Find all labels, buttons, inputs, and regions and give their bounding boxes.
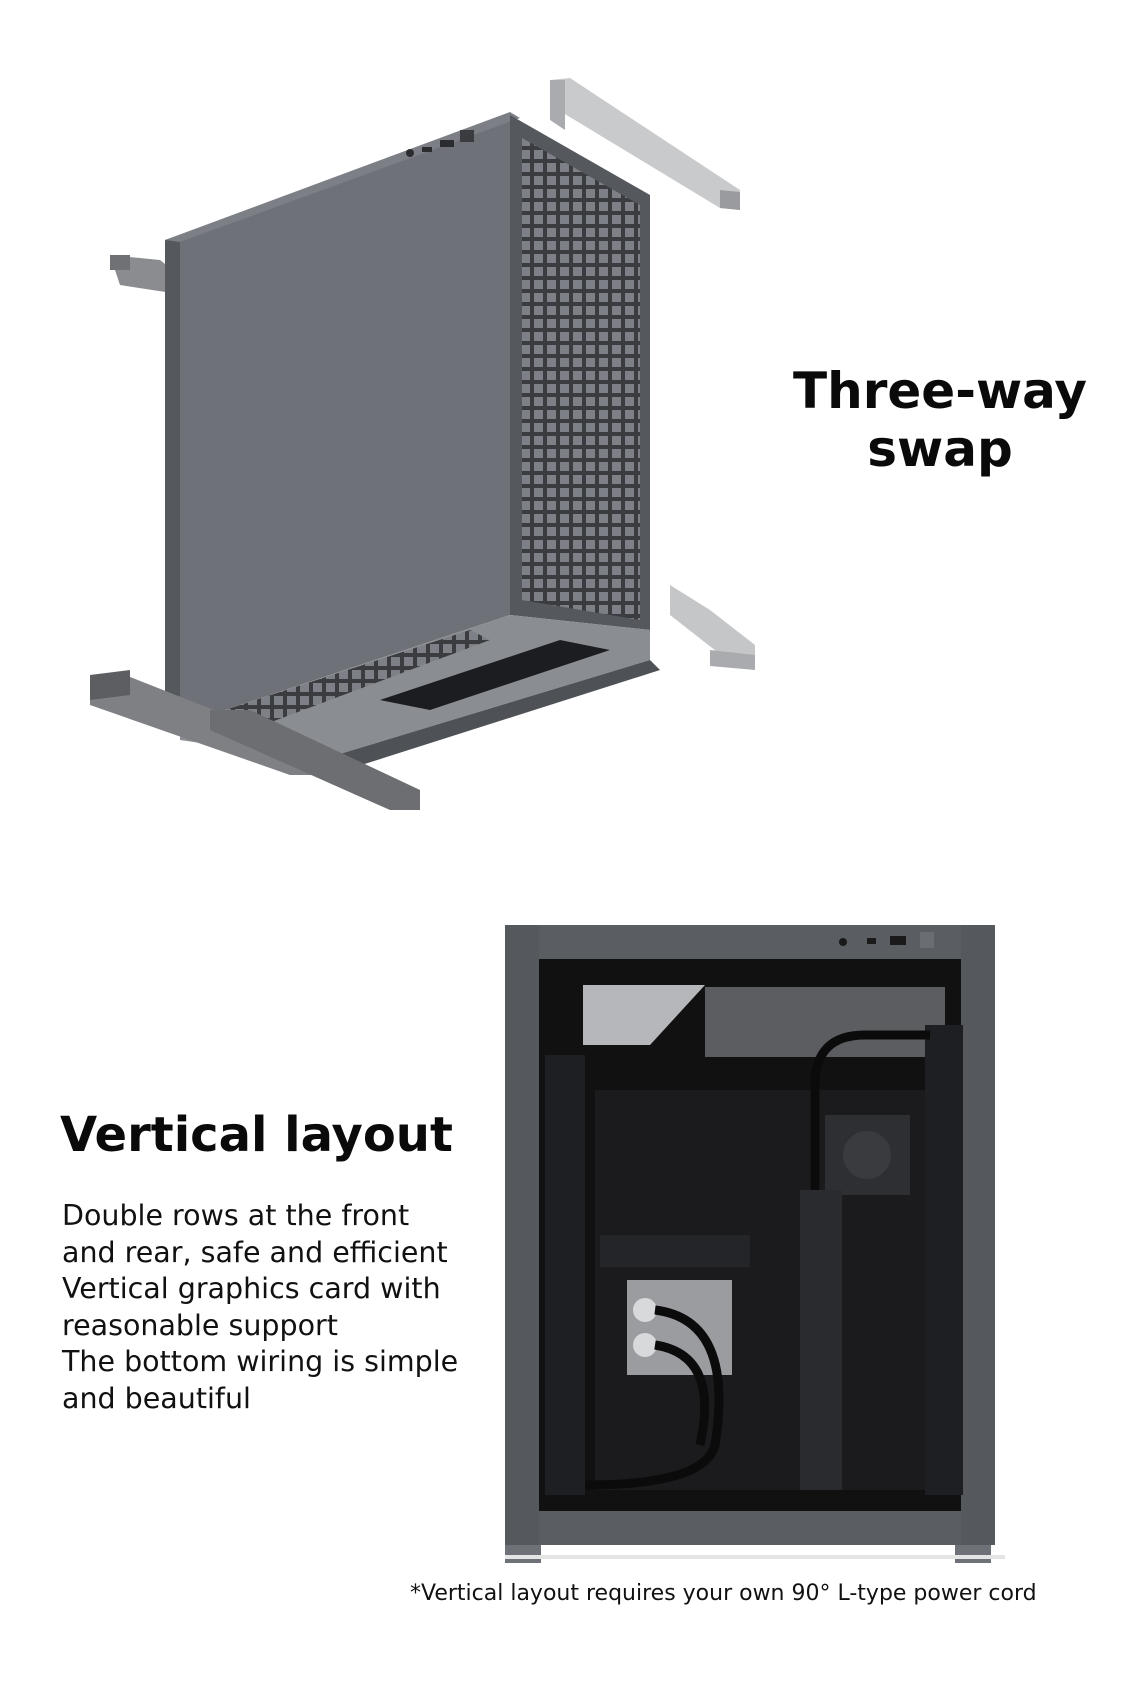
- motherboard: [595, 1090, 925, 1490]
- vertical-layout-heading: Vertical layout: [60, 1107, 453, 1163]
- case-feet: [505, 1545, 991, 1563]
- feature-line: Vertical graphics card with: [62, 1272, 441, 1305]
- case-side-panel: [165, 112, 520, 730]
- footnote: *Vertical layout requires your own 90° L…: [410, 1581, 1037, 1606]
- top-io: [839, 932, 934, 948]
- feature-line: reasonable support: [62, 1308, 338, 1342]
- case-bottom: [180, 615, 660, 775]
- feature-line: and beautiful: [62, 1381, 251, 1415]
- gpu-riser: [583, 985, 705, 1045]
- heading-line: swap: [867, 420, 1013, 478]
- feature-line: The bottom wiring is simple: [62, 1345, 459, 1378]
- case-exploded-illustration: [90, 78, 755, 810]
- case-front-mesh: [510, 115, 650, 630]
- vertical-gpu: [800, 1190, 842, 1490]
- front-fans: [545, 1025, 963, 1495]
- three-way-swap-heading: Three-way swap: [790, 362, 1090, 478]
- floor-shadow: [505, 1555, 1005, 1559]
- feature-line: and rear, safe and efficient: [62, 1235, 448, 1269]
- feature-list: Double rows at the front and rear, safe …: [62, 1198, 458, 1417]
- top-right-bracket: [550, 78, 740, 210]
- water-tubes: [584, 1030, 930, 1490]
- heading-line: Three-way: [793, 362, 1087, 420]
- top-io: [406, 130, 474, 157]
- case-vertical-layout-illustration: [505, 925, 1005, 1563]
- feature-line: Double rows at the front: [62, 1199, 410, 1232]
- bottom-bracket: [90, 670, 420, 810]
- right-bottom-bracket: [670, 585, 755, 670]
